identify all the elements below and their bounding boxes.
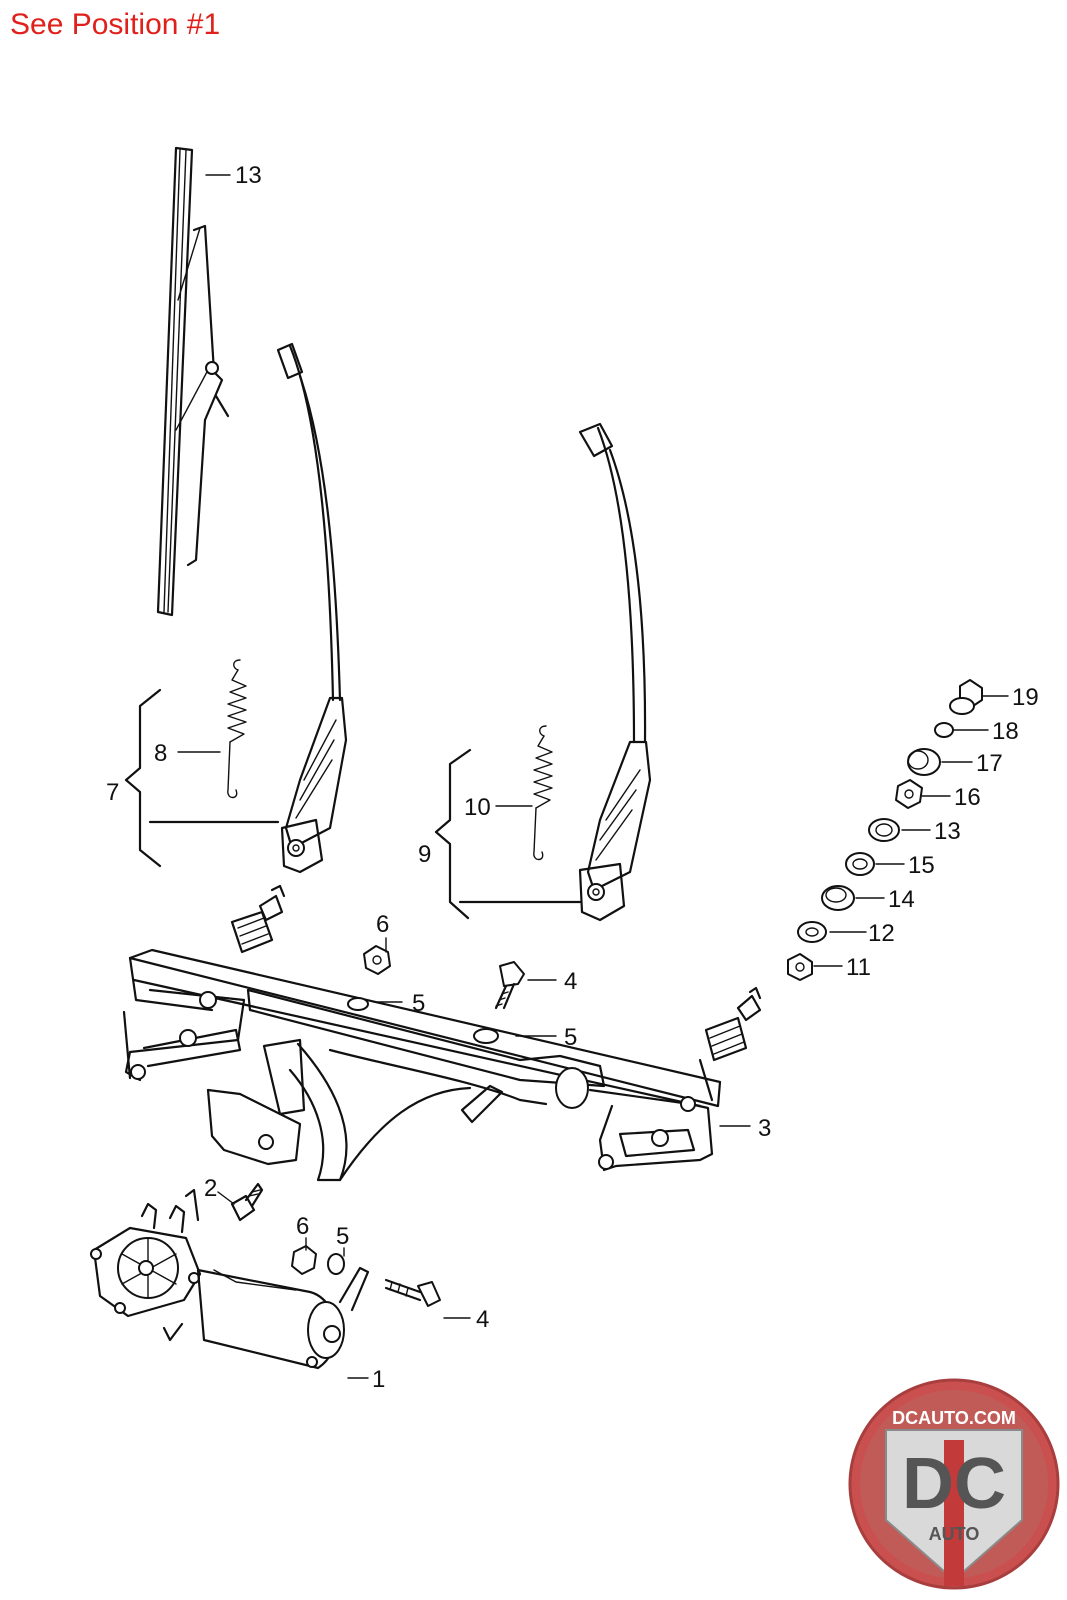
callout-18: 18 <box>992 718 1019 745</box>
wiper-arm-right <box>578 422 652 922</box>
bolt-4-motor <box>384 1278 441 1307</box>
callout-17: 17 <box>976 750 1003 777</box>
callout-8: 8 <box>154 740 167 767</box>
callout-11: 13 <box>235 162 262 189</box>
callout-5b: 5 <box>564 1024 577 1051</box>
spring-10 <box>533 725 553 861</box>
callout-14: 14 <box>888 886 915 913</box>
callout-13b: 12 <box>868 920 895 947</box>
nut-6-frame <box>363 945 391 975</box>
bracket-9 <box>434 748 582 920</box>
callout-7: 7 <box>106 779 119 806</box>
washer-5-frame-left <box>347 997 369 1011</box>
stack-hardware <box>787 679 983 981</box>
logo-mark-text: DC <box>902 1444 1006 1524</box>
callout-9: 9 <box>418 841 431 868</box>
callout-15: 15 <box>908 852 935 879</box>
callout-5a: 5 <box>412 990 425 1017</box>
leader-lines <box>177 174 1009 1379</box>
washer-5-motor <box>327 1253 345 1275</box>
spring-8 <box>227 659 247 799</box>
washer-5-frame-right <box>473 1028 499 1044</box>
callout-1: 1 <box>372 1366 385 1393</box>
wiper-blade <box>156 146 230 617</box>
callout-10: 10 <box>464 794 491 821</box>
bolt-4-frame <box>494 961 525 1010</box>
callout-6b: 6 <box>296 1213 309 1240</box>
callout-6a: 6 <box>376 911 389 938</box>
callout-13a: 13 <box>934 818 961 845</box>
callout-19: 19 <box>1012 684 1039 711</box>
bracket-7 <box>124 688 280 868</box>
page-title: See Position #1 <box>10 8 221 41</box>
nut-6-motor <box>291 1245 317 1275</box>
callout-2: 2 <box>204 1175 217 1202</box>
callout-5c: 5 <box>336 1223 349 1250</box>
callout-3: 3 <box>758 1115 771 1142</box>
linkage-frame <box>122 884 762 1182</box>
logo-sub-text: AUTO <box>929 1524 980 1544</box>
wiper-motor <box>90 1188 370 1370</box>
wiper-arm-left <box>276 342 348 874</box>
callout-4b: 4 <box>476 1306 489 1333</box>
callout-12: 11 <box>846 954 871 981</box>
callout-16: 16 <box>954 784 981 811</box>
logo-site-text: DCAUTO.COM <box>892 1408 1016 1428</box>
dcauto-logo: DCAUTO.COM DC AUTO <box>848 1378 1060 1590</box>
callout-4a: 4 <box>564 968 577 995</box>
bolt-2 <box>230 1182 264 1222</box>
